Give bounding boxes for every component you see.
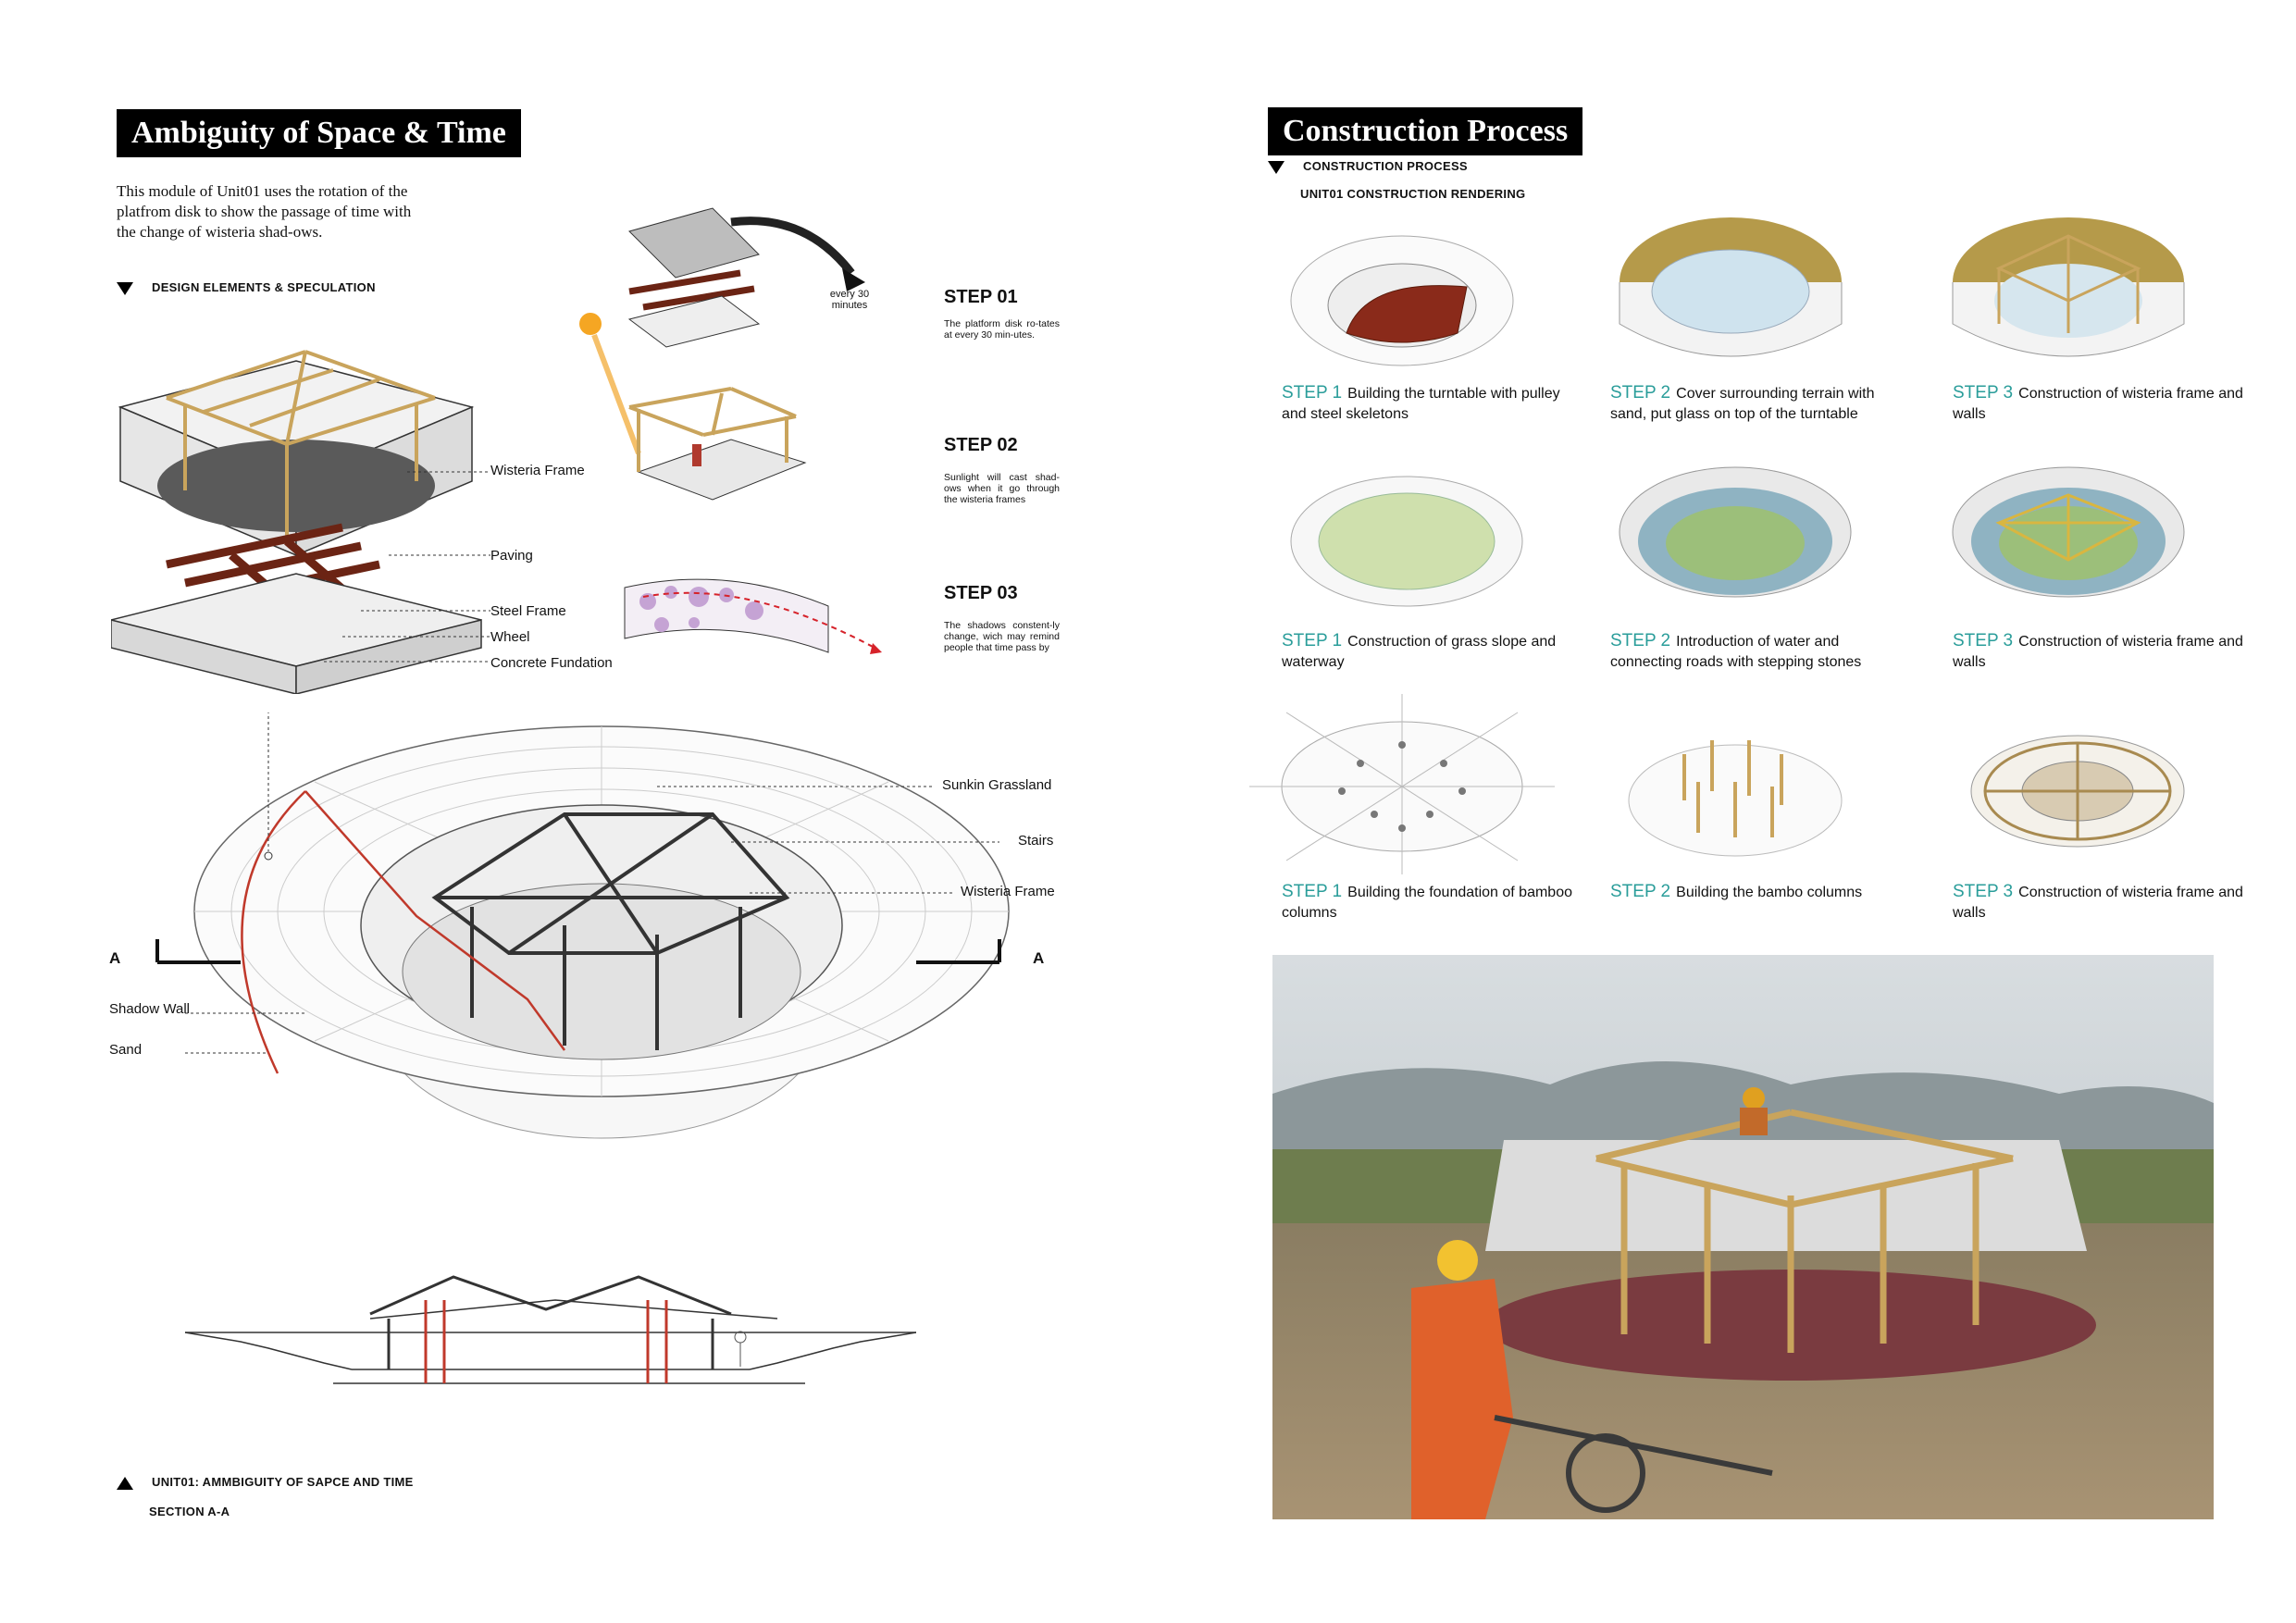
- triangle-up-icon: [117, 1476, 133, 1490]
- render-r2-water: [1619, 466, 1852, 598]
- footer-title: UNIT01: AMMBIGUITY OF SAPCE AND TIME: [152, 1475, 414, 1489]
- label-sand: Sand: [109, 1042, 143, 1058]
- render-r3-columns: [1628, 740, 1843, 857]
- construction-header: CONSTRUCTION PROCESS: [1268, 159, 1468, 174]
- step02-text: Sunlight will cast shad-ows when it go t…: [944, 472, 1060, 505]
- render-r1-wisteria: [1952, 217, 2185, 357]
- step03-label: STEP 03: [944, 583, 1018, 603]
- caption-r1-c1-step: STEP 1: [1282, 383, 1343, 403]
- step02-label: STEP 02: [944, 435, 1018, 455]
- render-r2-grass: [1290, 476, 1523, 607]
- section-marker-left: A: [109, 949, 121, 967]
- caption-r1-c3-text: Construction of wisteria frame and walls: [1953, 386, 2243, 422]
- label-steel-frame: Steel Frame: [490, 603, 566, 619]
- construction-rendering: [1272, 955, 2214, 1519]
- caption-r2-c1-step: STEP 1: [1282, 631, 1343, 650]
- main-axonometric: [155, 712, 1010, 1139]
- design-header-label: DESIGN ELEMENTS & SPECULATION: [152, 280, 376, 294]
- section-marker-right: A: [1033, 949, 1045, 967]
- caption-r3-c2-step: STEP 2: [1610, 882, 1671, 901]
- step01-label: STEP 01: [944, 287, 1018, 307]
- triangle-down-icon-2: [1268, 160, 1285, 174]
- label-sunkin-grassland: Sunkin Grassland: [942, 777, 1052, 793]
- caption-r1-c2-step: STEP 2: [1610, 383, 1671, 403]
- step01-diagram: [627, 207, 865, 348]
- caption-r3-c1-text: Building the foundation of bamboo column…: [1282, 885, 1572, 921]
- caption-r1-c2-text: Cover surrounding terrain with sand, put…: [1610, 386, 1875, 422]
- label-wisteria-frame-axo: Wisteria Frame: [961, 884, 1055, 899]
- caption-r3-c3-step: STEP 3: [1953, 882, 2014, 901]
- left-title: Ambiguity of Space & Time: [117, 109, 521, 157]
- footer-sub: SECTION A-A: [149, 1505, 230, 1518]
- render-r3-foundation: [1249, 694, 1555, 874]
- caption-r1-c3-step: STEP 3: [1953, 383, 2014, 403]
- exploded-axonometric: [111, 350, 490, 694]
- step01-text: The platform disk ro-tates at every 30 m…: [944, 318, 1060, 341]
- caption-r3-c2: STEP 2 Building the bambo columns: [1610, 882, 1906, 903]
- footer-header: UNIT01: AMMBIGUITY OF SAPCE AND TIME: [117, 1475, 414, 1490]
- render-r2-wisteria: [1952, 466, 2185, 598]
- label-wisteria-frame: Wisteria Frame: [490, 463, 585, 478]
- label-wheel: Wheel: [490, 629, 530, 645]
- triangle-down-icon: [117, 281, 133, 295]
- step03-diagram: [624, 578, 882, 654]
- step02-diagram: [579, 313, 807, 501]
- caption-r2-c2-step: STEP 2: [1610, 631, 1671, 650]
- render-r1-turntable: [1290, 235, 1514, 366]
- render-r3-wisteria: [1970, 735, 2185, 848]
- design-header: DESIGN ELEMENTS & SPECULATION: [117, 280, 376, 295]
- caption-r3-c1-step: STEP 1: [1282, 882, 1343, 901]
- caption-r2-c2-text: Introduction of water and connecting roa…: [1610, 634, 1862, 670]
- caption-r2-c3-step: STEP 3: [1953, 631, 2014, 650]
- intro-text: This module of Unit01 uses the rotation …: [117, 182, 412, 241]
- right-title: Construction Process: [1268, 107, 1583, 155]
- caption-r2-c3-text: Construction of wisteria frame and walls: [1953, 634, 2243, 670]
- caption-r1-c1-text: Building the turntable with pulley and s…: [1282, 386, 1560, 422]
- label-shadow-wall: Shadow Wall: [109, 1001, 190, 1017]
- caption-r2-c1-text: Construction of grass slope and waterway: [1282, 634, 1557, 670]
- caption-r3-c3-text: Construction of wisteria frame and walls: [1953, 885, 2243, 921]
- construction-subheader: UNIT01 CONSTRUCTION RENDERING: [1300, 187, 1526, 201]
- label-paving: Paving: [490, 548, 533, 564]
- rotation-note: every 30 minutes: [829, 289, 870, 311]
- construction-header-label: CONSTRUCTION PROCESS: [1303, 159, 1468, 173]
- label-concrete-fundation: Concrete Fundation: [490, 655, 613, 671]
- section-drawing: [184, 1275, 916, 1384]
- step03-text: The shadows constent-ly change, wich may…: [944, 620, 1060, 653]
- render-r1-sand-glass: [1619, 217, 1843, 357]
- label-stairs: Stairs: [1018, 833, 1054, 849]
- caption-r3-c2-text: Building the bambo columns: [1676, 885, 1863, 900]
